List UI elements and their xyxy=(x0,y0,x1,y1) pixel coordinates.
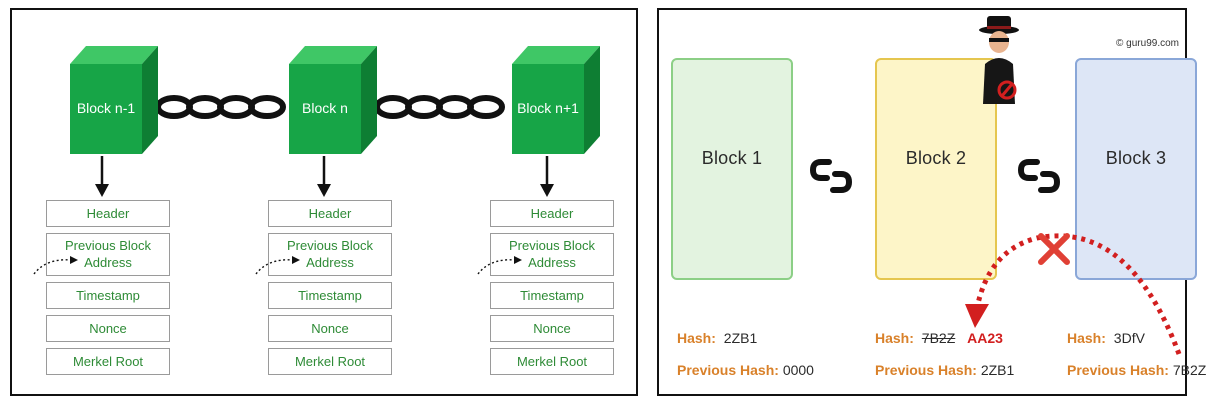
tampering-illustration-panel: © guru99.com Block 1 Block 2 Block 3 xyxy=(657,8,1206,396)
hash-label: Hash: xyxy=(677,330,716,346)
prev-hash-value: 7B2Z xyxy=(1172,362,1206,378)
prev-hash-label: Previous Hash: xyxy=(875,362,977,378)
down-arrow-icon xyxy=(540,156,554,197)
down-arrow-icon xyxy=(317,156,331,197)
prev-hash-value: 2ZB1 xyxy=(980,362,1015,378)
block-2-prev-hash: Previous Hash: 2ZB1 xyxy=(875,362,1014,378)
block-1-card: Block 1 xyxy=(671,58,793,280)
dashed-pointer-arrow-icon xyxy=(33,256,78,275)
prev-hash-label: Previous Hash: xyxy=(677,362,779,378)
field-timestamp: Timestamp xyxy=(268,282,392,309)
red-x-icon xyxy=(1038,233,1070,265)
block-2-label: Block 2 xyxy=(905,148,967,168)
block-label: Block n+1 xyxy=(517,100,579,116)
new-hash-value: AA23 xyxy=(967,330,1003,346)
block-1-label: Block 1 xyxy=(701,148,763,168)
prev-hash-value: 0000 xyxy=(782,362,814,378)
block-1-hash: Hash: 2ZB1 xyxy=(677,330,757,346)
blockchain-structure-panel: Block n-1 Block n Block n+1 Header Previ… xyxy=(10,8,638,396)
old-hash-value: 7B2Z xyxy=(921,330,956,346)
block-2-card: Block 2 xyxy=(875,58,997,280)
hash-value: 2ZB1 xyxy=(723,330,758,346)
dashed-pointer-arrow-icon xyxy=(255,256,300,275)
field-timestamp: Timestamp xyxy=(490,282,614,309)
watermark: © guru99.com xyxy=(1116,38,1179,49)
link-icon xyxy=(809,159,853,193)
block-label: Block n-1 xyxy=(76,100,136,116)
hash-value: 3DfV xyxy=(1113,330,1145,346)
block-3-label: Block 3 xyxy=(1105,148,1167,168)
link-icon xyxy=(1017,159,1061,193)
block-fields-n: Header Previous Block Address Timestamp … xyxy=(268,200,392,381)
field-merkel-root: Merkel Root xyxy=(490,348,614,375)
field-nonce: Nonce xyxy=(268,315,392,342)
block-1-prev-hash: Previous Hash: 0000 xyxy=(677,362,814,378)
block-cube-n-minus-1: Block n-1 xyxy=(70,44,160,154)
hash-label: Hash: xyxy=(875,330,914,346)
hash-label: Hash: xyxy=(1067,330,1106,346)
field-header: Header xyxy=(268,200,392,227)
tamper-arrow-graphic xyxy=(965,233,1182,355)
field-header: Header xyxy=(490,200,614,227)
field-timestamp: Timestamp xyxy=(46,282,170,309)
block-3-hash: Hash: 3DfV xyxy=(1067,330,1145,346)
field-previous-block-address: Previous Block Address xyxy=(490,233,614,276)
field-previous-block-address: Previous Block Address xyxy=(268,233,392,276)
hacker-icon xyxy=(979,16,1019,104)
block-fields-n-minus-1: Header Previous Block Address Timestamp … xyxy=(46,200,170,381)
block-3-card: Block 3 xyxy=(1075,58,1197,280)
prev-hash-label: Previous Hash: xyxy=(1067,362,1169,378)
down-arrow-icon xyxy=(95,156,109,197)
field-previous-block-address: Previous Block Address xyxy=(46,233,170,276)
block-cube-n: Block n xyxy=(289,44,379,154)
field-header: Header xyxy=(46,200,170,227)
field-nonce: Nonce xyxy=(490,315,614,342)
dashed-pointer-arrow-icon xyxy=(477,256,522,275)
field-nonce: Nonce xyxy=(46,315,170,342)
block-cube-n-plus-1: Block n+1 xyxy=(512,44,602,154)
block-fields-n-plus-1: Header Previous Block Address Timestamp … xyxy=(490,200,614,381)
field-merkel-root: Merkel Root xyxy=(46,348,170,375)
block-label: Block n xyxy=(302,100,348,116)
field-merkel-root: Merkel Root xyxy=(268,348,392,375)
block-3-prev-hash: Previous Hash: 7B2Z xyxy=(1067,362,1206,378)
block-2-hash: Hash: 7B2Z AA23 xyxy=(875,330,1003,346)
